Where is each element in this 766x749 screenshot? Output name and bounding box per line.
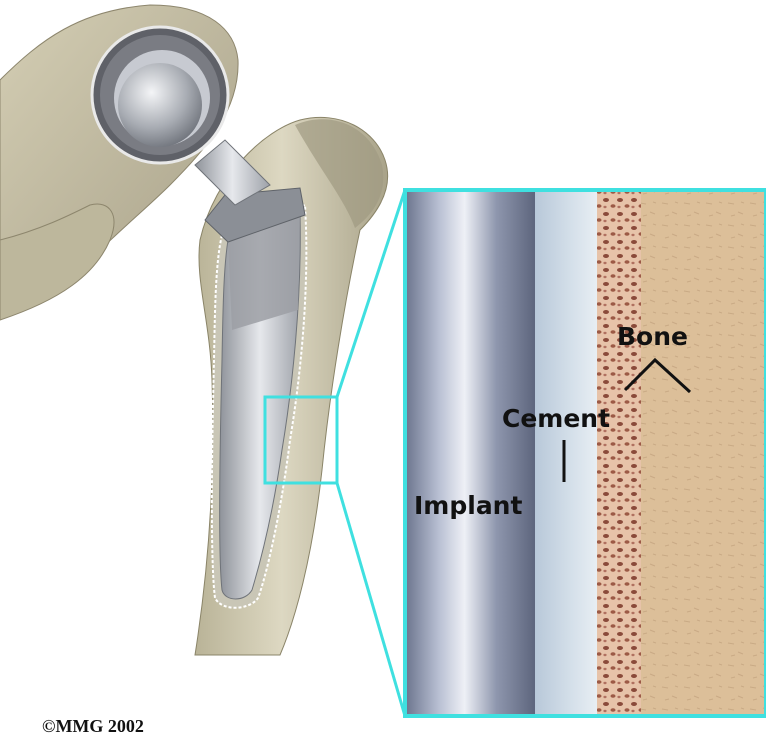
- implant-label: Implant: [414, 491, 522, 520]
- femoral-head: [118, 63, 202, 147]
- inset-cement: [535, 192, 597, 714]
- inset-implant: [407, 192, 535, 714]
- copyright-text: ©MMG 2002: [42, 716, 144, 737]
- cement-label: Cement: [502, 404, 610, 433]
- magnified-inset: [405, 190, 766, 716]
- inset-cortical-bone: [641, 192, 764, 714]
- bone-label: Bone: [617, 322, 688, 351]
- connector-bottom: [337, 483, 405, 716]
- inset-spongy-bone: [597, 192, 641, 714]
